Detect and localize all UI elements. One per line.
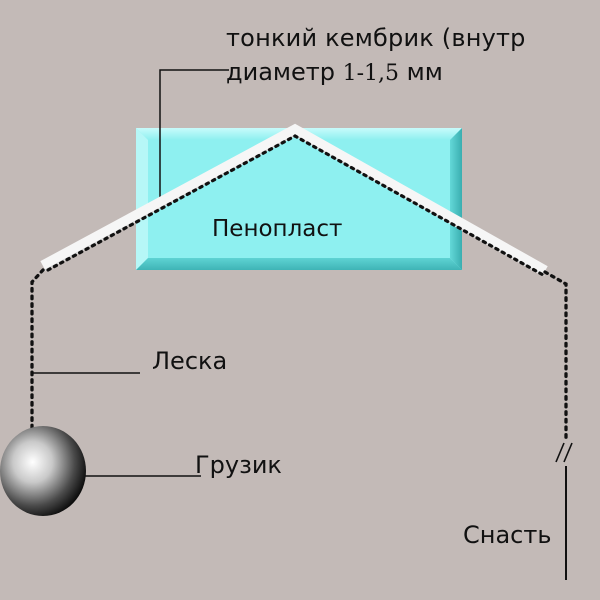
tackle-label: Снасть [463, 521, 552, 549]
sinker-ball [0, 426, 86, 516]
cambric-label-line1: тонкий кембрик (внутр [226, 24, 526, 52]
tackle-break-mark [555, 442, 573, 463]
fishing-line-left [30, 268, 45, 434]
cambric-tube [40, 123, 548, 278]
sinker-label: Грузик [195, 451, 282, 479]
foam-label: Пенопласт [212, 216, 343, 242]
cambric-diameter-value: 1-1,5 [342, 61, 400, 86]
cambric-label-line2: диаметр 1-1,5 мм [226, 58, 443, 86]
cambric-label-prefix: диаметр [226, 58, 343, 86]
fishing-line-right [543, 270, 568, 440]
cambric-unit: мм [399, 58, 443, 86]
fishing-line-label: Леска [152, 347, 228, 375]
cambric-leader-line [159, 69, 229, 204]
